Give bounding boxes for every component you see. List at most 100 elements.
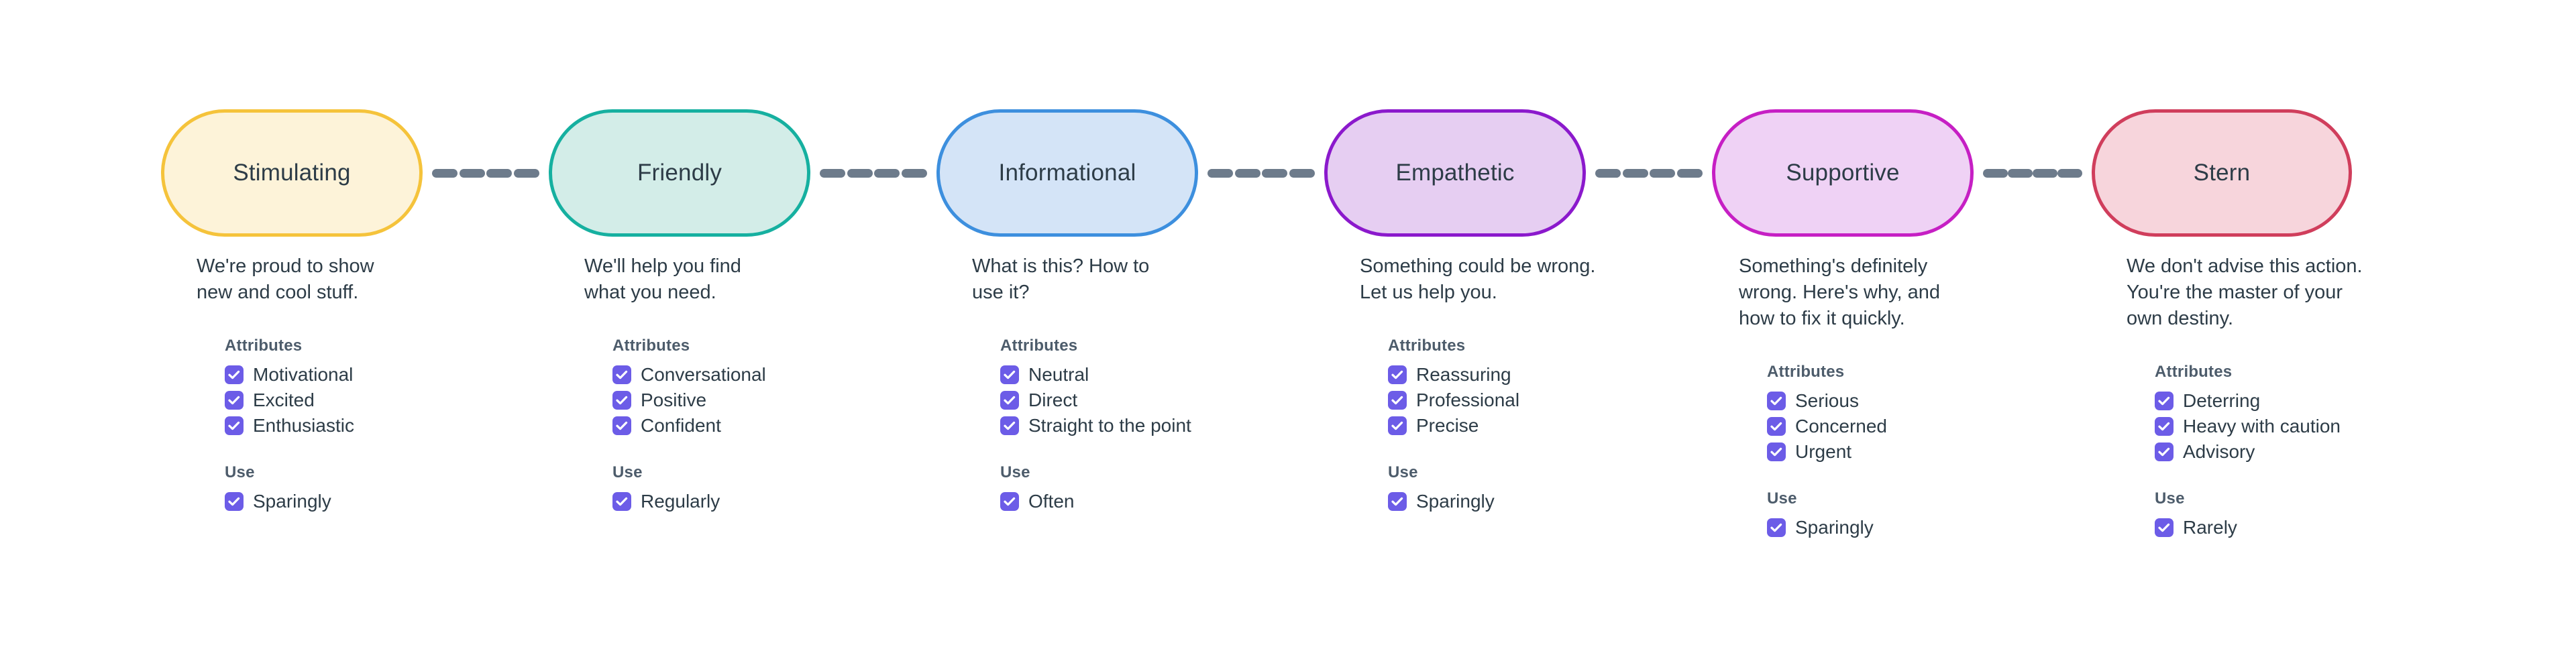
checkbox-checked-icon[interactable] <box>2155 518 2174 537</box>
tone-column-empathetic: Something could be wrong. Let us help yo… <box>1360 253 1675 514</box>
checkbox-checked-icon[interactable] <box>612 492 631 511</box>
attribute-item[interactable]: Urgent <box>1767 439 2054 465</box>
checkbox-checked-icon[interactable] <box>1388 416 1407 435</box>
use-item[interactable]: Regularly <box>612 489 900 514</box>
attribute-item[interactable]: Serious <box>1767 388 2054 414</box>
checkbox-checked-icon[interactable] <box>225 416 244 435</box>
connector-dash <box>1983 168 2008 178</box>
group-heading-use: Use <box>1767 489 1797 508</box>
attribute-item[interactable]: Professional <box>1388 388 1675 413</box>
attribute-item[interactable]: Reassuring <box>1388 362 1675 388</box>
attribute-item[interactable]: Straight to the point <box>1000 413 1287 438</box>
checkbox-checked-icon[interactable] <box>612 416 631 435</box>
connector-dash <box>1650 168 1676 178</box>
tone-column-stimulating: We're proud to show new and cool stuff. A… <box>197 253 512 514</box>
connector-dash <box>432 168 458 178</box>
tone-column-friendly: We'll help you find what you need.Attrib… <box>584 253 900 514</box>
attribute-item[interactable]: Motivational <box>225 362 512 388</box>
checkbox-checked-icon[interactable] <box>1767 442 1786 461</box>
tone-pill-stern[interactable]: Stern <box>2092 109 2352 237</box>
checkbox-checked-icon[interactable] <box>612 391 631 410</box>
attribute-label: Precise <box>1416 415 1479 436</box>
tone-pill-label: Stern <box>2193 160 2251 186</box>
group-heading-attribute: Attributes <box>225 337 303 355</box>
use-item[interactable]: Often <box>1000 489 1287 514</box>
attribute-item[interactable]: Heavy with caution <box>2155 414 2442 439</box>
tone-pill-informational[interactable]: Informational <box>936 109 1198 237</box>
tone-pill-empathetic[interactable]: Empathetic <box>1324 109 1586 237</box>
connector-dash <box>820 168 845 178</box>
group-heading-attribute: Attributes <box>1000 337 1078 355</box>
attribute-item[interactable]: Enthusiastic <box>225 413 512 438</box>
dashed-connector-icon <box>820 168 927 178</box>
attribute-item[interactable]: Excited <box>225 388 512 413</box>
attribute-label: Confident <box>641 415 721 436</box>
attribute-label: Advisory <box>2183 441 2255 462</box>
dashed-connector-icon <box>1595 168 1703 178</box>
checkbox-checked-icon[interactable] <box>2155 392 2174 410</box>
attribute-label: Professional <box>1416 390 1520 410</box>
checkbox-checked-icon[interactable] <box>2155 417 2174 436</box>
group-heading-use: Use <box>225 463 255 481</box>
tone-description: We're proud to show new and cool stuff. <box>197 255 374 303</box>
checkbox-checked-icon[interactable] <box>2155 442 2174 461</box>
connector-dash <box>2008 168 2033 178</box>
attribute-item[interactable]: Positive <box>612 388 900 413</box>
attribute-label: Positive <box>641 390 707 410</box>
use-item[interactable]: Sparingly <box>225 489 512 514</box>
attribute-label: Deterring <box>2183 390 2261 411</box>
attribute-item[interactable]: Deterring <box>2155 388 2442 414</box>
group-heading-use: Use <box>2155 489 2185 508</box>
attribute-item[interactable]: Confident <box>612 413 900 438</box>
group-heading-use: Use <box>1000 463 1030 481</box>
attribute-label: Heavy with caution <box>2183 416 2341 436</box>
checkbox-checked-icon[interactable] <box>1388 391 1407 410</box>
connector-dash <box>847 168 873 178</box>
attribute-item[interactable]: Precise <box>1388 413 1675 438</box>
checkbox-checked-icon[interactable] <box>1000 365 1019 384</box>
attribute-item[interactable]: Neutral <box>1000 362 1287 388</box>
tone-column-stern: We don't advise this action. You're the … <box>2127 253 2442 540</box>
checkbox-checked-icon[interactable] <box>1000 391 1019 410</box>
checkbox-checked-icon[interactable] <box>225 391 244 410</box>
checkbox-checked-icon[interactable] <box>1767 417 1786 436</box>
connector-dash <box>459 168 485 178</box>
checkbox-checked-icon[interactable] <box>612 365 631 384</box>
checkbox-checked-icon[interactable] <box>225 365 244 384</box>
tone-pill-stimulating[interactable]: Stimulating <box>161 109 423 237</box>
checkbox-checked-icon[interactable] <box>1000 416 1019 435</box>
checkbox-checked-icon[interactable] <box>1388 492 1407 511</box>
attribute-item[interactable]: Advisory <box>2155 439 2442 465</box>
attribute-label: Excited <box>253 390 315 410</box>
tone-description: We don't advise this action. You're the … <box>2127 255 2363 329</box>
tone-description: Something could be wrong. Let us help yo… <box>1360 255 1596 303</box>
tone-pill-supportive[interactable]: Supportive <box>1712 109 1974 237</box>
checkbox-checked-icon[interactable] <box>1000 492 1019 511</box>
use-label: Sparingly <box>1416 491 1495 512</box>
attribute-item[interactable]: Direct <box>1000 388 1287 413</box>
checkbox-checked-icon[interactable] <box>1767 392 1786 410</box>
attribute-item[interactable]: Concerned <box>1767 414 2054 439</box>
use-item[interactable]: Rarely <box>2155 515 2442 540</box>
connector-dash <box>2057 168 2082 178</box>
attribute-label: Serious <box>1795 390 1859 411</box>
connector-dash <box>1262 168 1288 178</box>
attribute-label: Urgent <box>1795 441 1852 462</box>
attribute-item[interactable]: Conversational <box>612 362 900 388</box>
tone-pill-friendly[interactable]: Friendly <box>549 109 810 237</box>
use-item[interactable]: Sparingly <box>1388 489 1675 514</box>
checkbox-checked-icon[interactable] <box>1388 365 1407 384</box>
attribute-label: Concerned <box>1795 416 1887 436</box>
checkbox-checked-icon[interactable] <box>1767 518 1786 537</box>
checkbox-checked-icon[interactable] <box>225 492 244 511</box>
use-item[interactable]: Sparingly <box>1767 515 2054 540</box>
